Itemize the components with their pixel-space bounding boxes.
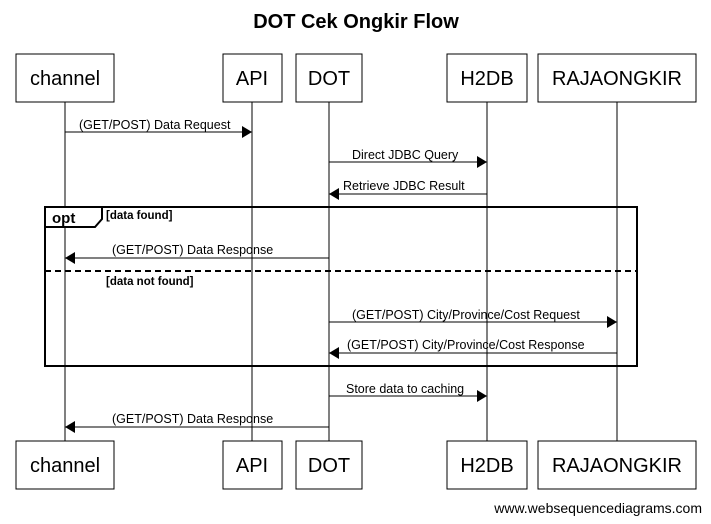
- participant-top-rajaongkir: RAJAONGKIR: [537, 53, 697, 103]
- message-jdbc-query: Direct JDBC Query: [329, 148, 487, 168]
- participant-label: API: [236, 68, 268, 90]
- participant-label: RAJAONGKIR: [552, 455, 682, 477]
- participant-top-dot: DOT: [295, 53, 363, 103]
- message-label: (GET/POST) Data Response: [112, 243, 273, 257]
- message-label: Direct JDBC Query: [352, 148, 459, 162]
- opt-operator-label: opt: [52, 210, 75, 227]
- opt-operator-tab: [44, 206, 103, 228]
- message-label: Retrieve JDBC Result: [343, 179, 465, 193]
- participant-label: channel: [30, 68, 100, 90]
- participant-bottom-api: API: [222, 440, 283, 490]
- participant-label: H2DB: [460, 68, 513, 90]
- message-label: (GET/POST) City/Province/Cost Response: [347, 338, 585, 352]
- opt-condition-data-not-found: [data not found]: [106, 276, 194, 288]
- participant-label: H2DB: [460, 455, 513, 477]
- participant-bottom-rajaongkir: RAJAONGKIR: [537, 440, 697, 490]
- participant-top-h2db: H2DB: [446, 53, 528, 103]
- message-data-request: (GET/POST) Data Request: [65, 118, 252, 138]
- opt-condition-data-found: [data found]: [106, 210, 173, 222]
- participant-top-channel: channel: [15, 53, 115, 103]
- participant-bottom-channel: channel: [15, 440, 115, 490]
- opt-fragment: opt [data found] [data not found]: [44, 206, 638, 367]
- message-label: Store data to caching: [346, 382, 464, 396]
- message-label: (GET/POST) Data Request: [79, 118, 231, 132]
- participant-label: API: [236, 455, 268, 477]
- participant-label: RAJAONGKIR: [552, 68, 682, 90]
- participant-label: channel: [30, 455, 100, 477]
- footer-watermark: www.websequencediagrams.com: [493, 500, 702, 516]
- participant-top-api: API: [222, 53, 283, 103]
- message-cost-response: (GET/POST) City/Province/Cost Response: [329, 338, 617, 359]
- message-store-caching: Store data to caching: [329, 382, 487, 402]
- participant-bottom-dot: DOT: [295, 440, 363, 490]
- participant-label: DOT: [308, 68, 350, 90]
- participant-label: DOT: [308, 455, 350, 477]
- message-label: (GET/POST) City/Province/Cost Request: [352, 308, 580, 322]
- participant-bottom-h2db: H2DB: [446, 440, 528, 490]
- message-label: (GET/POST) Data Response: [112, 412, 273, 426]
- message-jdbc-result: Retrieve JDBC Result: [329, 179, 487, 200]
- diagram-title: DOT Cek Ongkir Flow: [253, 11, 459, 33]
- message-data-response-final: (GET/POST) Data Response: [65, 412, 329, 433]
- message-data-response-found: (GET/POST) Data Response: [65, 243, 329, 264]
- message-cost-request: (GET/POST) City/Province/Cost Request: [329, 308, 617, 328]
